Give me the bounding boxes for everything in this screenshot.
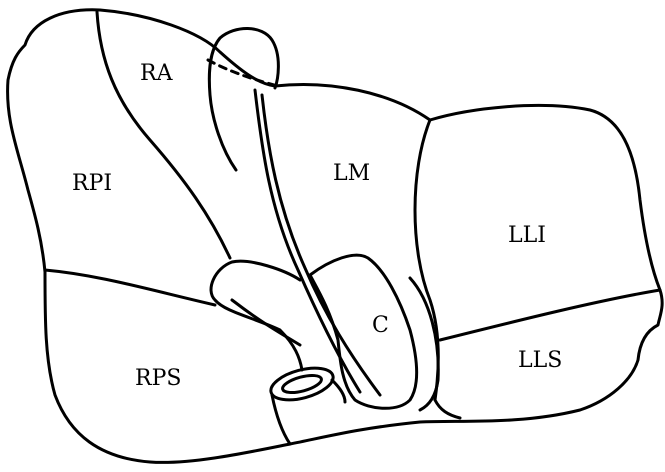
label-lls: LLS (518, 348, 562, 373)
label-lli: LLI (508, 223, 546, 248)
label-lm: LM (333, 161, 370, 186)
lli-lls-boundary (440, 290, 660, 340)
ligament-left-edge (255, 90, 360, 392)
rpi-rps-boundary (45, 270, 215, 305)
ra-rpi-boundary (97, 12, 230, 258)
lm-lli-boundary (415, 120, 438, 400)
ra-dashed-line (208, 60, 278, 86)
label-rpi: RPI (72, 171, 112, 196)
label-c: C (372, 313, 389, 338)
portal-vessel-blob (211, 261, 302, 370)
ligament-right-edge (262, 95, 380, 395)
label-ra: RA (140, 61, 174, 86)
liver-outer-outline (8, 10, 663, 463)
portal-vessel-lower (232, 300, 300, 345)
lls-lower-boundary (435, 400, 460, 418)
label-rps: RPS (135, 366, 181, 391)
vessel-cylinder-opening (267, 362, 336, 406)
